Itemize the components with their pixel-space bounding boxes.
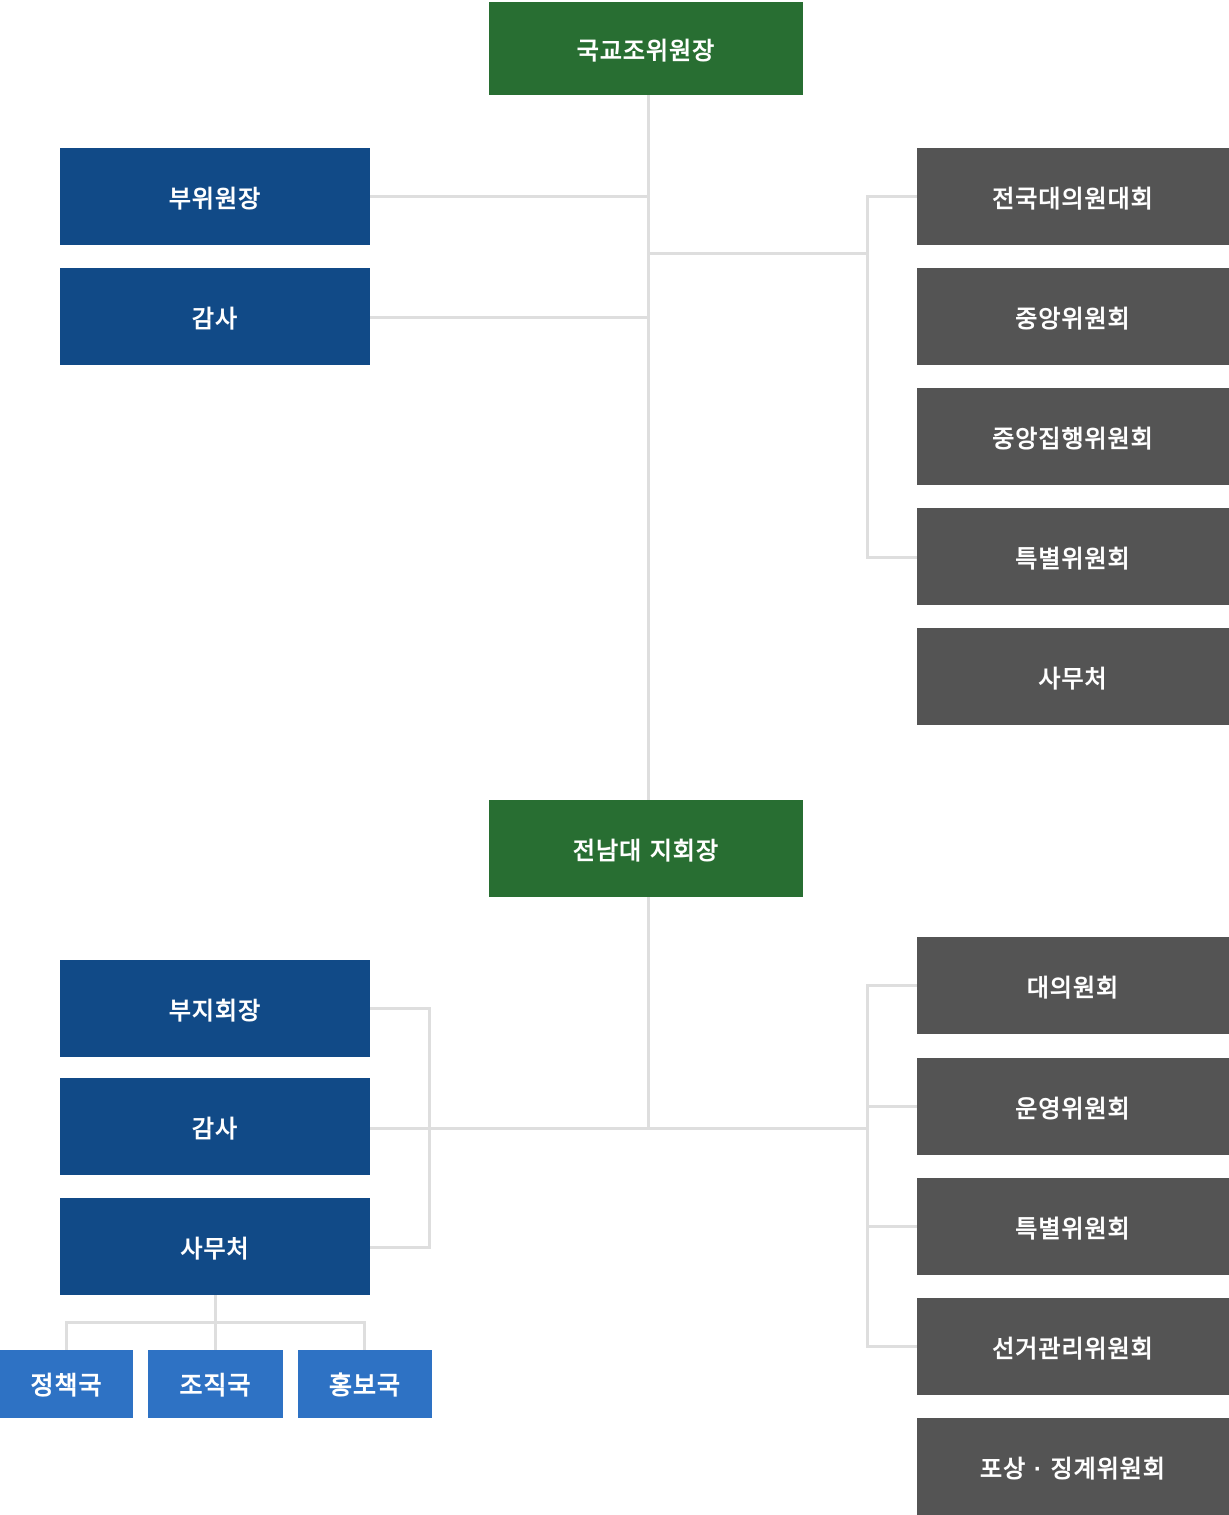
connector-branch-vice-president: [370, 1007, 431, 1010]
connector-right-rail-upper: [866, 195, 869, 558]
node-vice-chairman: 부위원장: [60, 148, 370, 245]
node-secretariat-national: 사무처: [917, 628, 1229, 725]
connector-left-rail-lower: [428, 1007, 431, 1249]
connector-stub-national-delegates: [866, 195, 917, 198]
connector-trunk-to-right-upper: [648, 252, 868, 255]
connector-drop-pr-bureau: [363, 1321, 366, 1350]
connector-stub-special-committee-branch: [866, 1225, 917, 1228]
node-pr-bureau: 홍보국: [298, 1350, 432, 1418]
connector-stub-steering-committee: [866, 1105, 917, 1108]
connector-drop-organization-bureau: [214, 1321, 217, 1350]
connector-auditor-branch: [370, 1127, 868, 1130]
connector-right-rail-lower: [866, 984, 869, 1348]
node-special-committee-branch: 특별위원회: [917, 1178, 1229, 1275]
node-secretariat-branch: 사무처: [60, 1198, 370, 1295]
node-national-chairman: 국교조위원장: [489, 2, 803, 95]
node-policy-bureau: 정책국: [0, 1350, 133, 1418]
connector-stub-election-committee: [866, 1345, 917, 1348]
connector-drop-policy-bureau: [65, 1321, 68, 1350]
connector-auditor-national: [370, 316, 649, 319]
node-branch-president: 전남대 지회장: [489, 800, 803, 897]
node-organization-bureau: 조직국: [148, 1350, 283, 1418]
connector-trunk-upper: [647, 95, 650, 800]
connector-trunk-lower: [647, 897, 650, 1130]
connector-secretariat-down: [214, 1295, 217, 1324]
node-central-executive-committee: 중앙집행위원회: [917, 388, 1229, 485]
node-delegates-assembly-branch: 대의원회: [917, 937, 1229, 1034]
node-steering-committee: 운영위원회: [917, 1058, 1229, 1155]
node-central-committee: 중앙위원회: [917, 268, 1229, 365]
node-auditor-branch: 감사: [60, 1078, 370, 1175]
node-election-management-committee: 선거관리위원회: [917, 1298, 1229, 1395]
node-national-delegates-assembly: 전국대의원대회: [917, 148, 1229, 245]
node-special-committee-national: 특별위원회: [917, 508, 1229, 605]
node-auditor-national: 감사: [60, 268, 370, 365]
node-branch-vice-president: 부지회장: [60, 960, 370, 1057]
node-awards-discipline-committee: 포상 · 징계위원회: [917, 1418, 1229, 1515]
connector-stub-special-committee-national: [866, 556, 917, 559]
connector-vice-chairman: [370, 195, 649, 198]
connector-stub-delegates-branch: [866, 984, 917, 987]
connector-secretariat-branch: [370, 1246, 431, 1249]
